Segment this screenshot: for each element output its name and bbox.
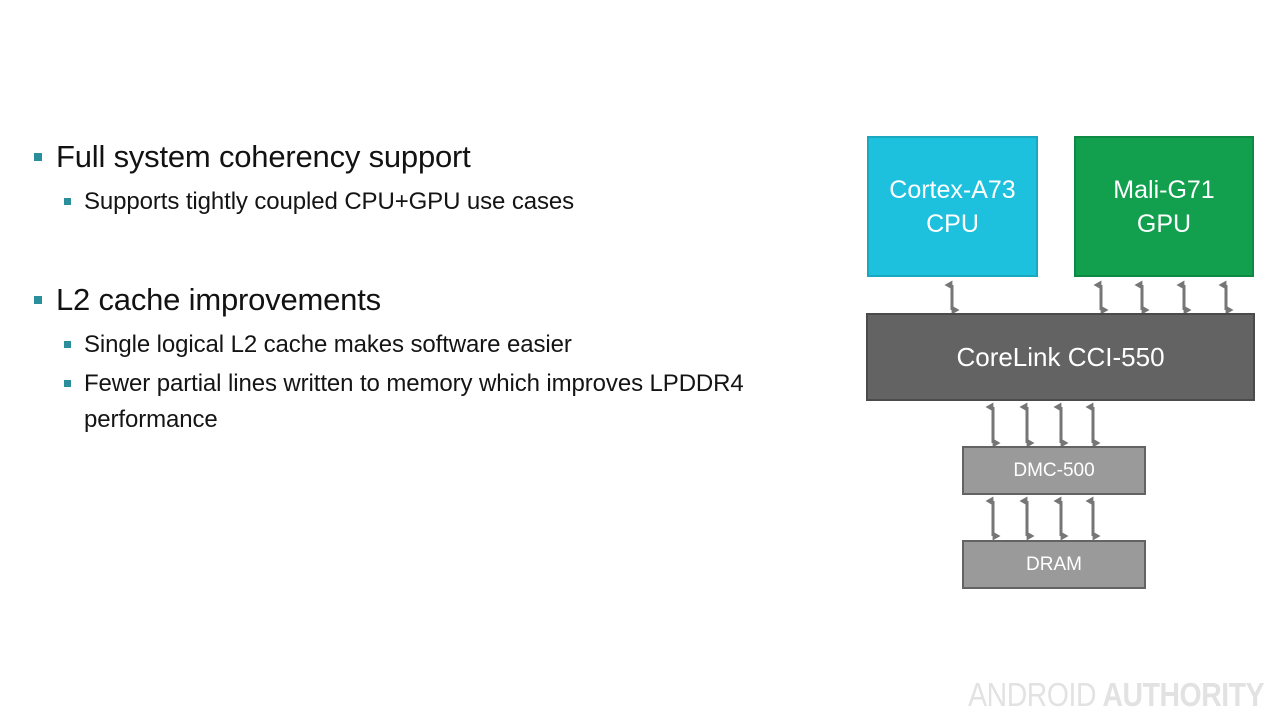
diagram-node-cpu: Cortex-A73 CPU xyxy=(867,136,1038,277)
connector-dmc-to-dram xyxy=(985,496,1101,541)
bullet-level2: Supports tightly coupled CPU+GPU use cas… xyxy=(64,184,794,220)
bullet-group-2: L2 cache improvements Single logical L2 … xyxy=(34,279,794,441)
diagram-node-dmc-label: DMC-500 xyxy=(1013,459,1095,481)
watermark-part2: AUTHORITY xyxy=(1102,676,1264,713)
bullet-level1-text: L2 cache improvements xyxy=(56,282,381,317)
bullet-level2-text: Fewer partial lines written to memory wh… xyxy=(84,370,744,433)
diagram-node-dram-label: DRAM xyxy=(1026,553,1082,575)
bullet-level2: Fewer partial lines written to memory wh… xyxy=(64,366,794,438)
slide-body-content: Full system coherency support Supports t… xyxy=(34,136,794,441)
diagram-node-dmc: DMC-500 xyxy=(962,446,1146,495)
bullet-marker-icon xyxy=(64,198,71,205)
diagram-node-cpu-line2: CPU xyxy=(926,209,979,238)
bullet-level1-text: Full system coherency support xyxy=(56,139,471,174)
watermark-part1: ANDROID xyxy=(968,676,1096,713)
bullet-level2: Single logical L2 cache makes software e… xyxy=(64,327,794,363)
bullet-marker-icon xyxy=(64,341,71,348)
diagram-node-dram: DRAM xyxy=(962,540,1146,589)
bullet-level1: Full system coherency support xyxy=(34,136,794,178)
diagram-node-interconnect: CoreLink CCI-550 xyxy=(866,313,1255,401)
diagram-node-interconnect-label: CoreLink CCI-550 xyxy=(956,341,1165,372)
diagram-node-gpu-line1: Mali-G71 xyxy=(1113,175,1215,204)
bullet-marker-icon xyxy=(64,380,71,387)
watermark: ANDROID AUTHORITY xyxy=(968,676,1264,714)
bullet-level2-text: Single logical L2 cache makes software e… xyxy=(84,331,572,358)
bullet-level2-text: Supports tightly coupled CPU+GPU use cas… xyxy=(84,188,575,215)
connector-gpu-to-interconnect xyxy=(1093,280,1234,315)
bullet-group-1: Full system coherency support Supports t… xyxy=(34,136,794,223)
diagram-node-cpu-line1: Cortex-A73 xyxy=(889,175,1016,204)
bullet-marker-icon xyxy=(34,153,42,161)
diagram-node-gpu-line2: GPU xyxy=(1136,209,1192,238)
bullet-marker-icon xyxy=(34,296,42,304)
connector-interconnect-to-dmc xyxy=(985,402,1101,448)
bullet-level1: L2 cache improvements xyxy=(34,279,794,321)
diagram-node-gpu: Mali-G71 GPU xyxy=(1074,136,1254,277)
